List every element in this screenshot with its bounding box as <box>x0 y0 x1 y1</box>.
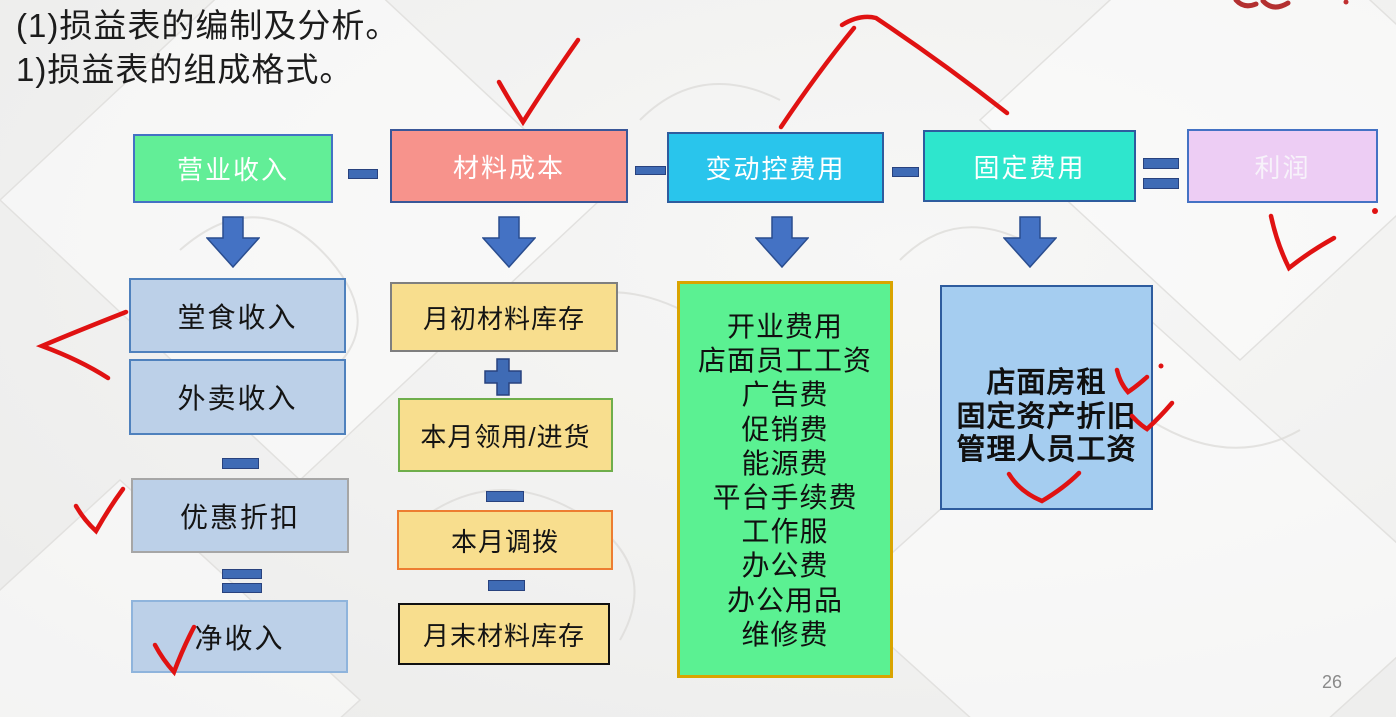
formula-box-profit: 利润 <box>1187 129 1378 203</box>
expense-item: 固定资产折旧 <box>956 400 1137 433</box>
pen-check-material-cost <box>496 37 581 127</box>
expense-item: 办公用品 <box>726 584 843 616</box>
expense-item: 广告费 <box>741 379 829 411</box>
variable-expense-panel: 开业费用 店面员工工资 广告费 促销费 能源费 平台手续费 工作服 办公费 办公… <box>677 281 893 678</box>
pen-check-discount <box>73 486 126 535</box>
pen-caret-top <box>778 14 1010 130</box>
box-monthly-transfer: 本月调拨 <box>397 510 613 570</box>
equals-operator-bar <box>1143 178 1179 189</box>
formula-box-label: 变动控费用 <box>705 154 846 184</box>
box-closing-inventory: 月末材料库存 <box>398 603 610 665</box>
box-label: 堂食收入 <box>177 301 298 333</box>
expense-item: 平台手续费 <box>712 482 858 514</box>
minus-operator <box>635 166 666 175</box>
minus-operator <box>488 580 525 591</box>
formula-box-variable-expense: 变动控费用 <box>667 132 884 203</box>
minus-operator <box>486 491 524 502</box>
box-label: 本月领用/进货 <box>420 421 591 452</box>
formula-box-operating-revenue: 营业收入 <box>133 134 333 203</box>
box-label: 月末材料库存 <box>422 620 585 651</box>
formula-box-label: 营业收入 <box>176 155 289 185</box>
down-arrow-icon <box>482 216 536 268</box>
expense-item: 管理人员工资 <box>956 434 1137 466</box>
expense-item: 店面员工工资 <box>697 345 872 377</box>
page-number: 26 <box>1322 672 1343 692</box>
box-delivery-revenue: 外卖收入 <box>129 359 346 435</box>
fixed-expense-panel: 店面房租 固定资产折旧 管理人员工资 <box>940 285 1153 510</box>
expense-item: 能源费 <box>741 447 829 479</box>
formula-box-material-cost: 材料成本 <box>390 129 628 203</box>
box-label: 优惠折扣 <box>179 501 300 533</box>
pen-dot <box>1372 208 1378 214</box>
box-dinein-revenue: 堂食收入 <box>129 278 346 353</box>
formula-box-label: 固定费用 <box>973 152 1086 183</box>
box-label: 本月调拨 <box>450 526 559 557</box>
down-arrow-icon <box>206 216 260 268</box>
logo-remnant <box>1233 0 1291 10</box>
expense-item: 促销费 <box>741 413 829 445</box>
expense-item: 办公费 <box>741 550 829 582</box>
slide-title-line2: 1)损益表的组成格式。 <box>16 51 354 88</box>
box-label: 月初材料库存 <box>422 303 585 334</box>
expense-item: 店面房租 <box>986 367 1107 399</box>
expense-item: 工作服 <box>741 516 829 548</box>
equals-operator-bar <box>222 583 262 593</box>
equals-operator-bar <box>222 569 262 579</box>
box-net-revenue: 净收入 <box>131 600 348 673</box>
formula-box-fixed-expense: 固定费用 <box>923 130 1136 202</box>
pen-dot <box>1343 0 1349 5</box>
minus-operator <box>348 169 378 179</box>
expense-item: 维修费 <box>741 618 829 650</box>
box-monthly-usage-purchase: 本月领用/进货 <box>398 398 613 472</box>
minus-operator <box>892 167 919 177</box>
pen-check-profit <box>1268 213 1337 272</box>
equals-operator-bar <box>1143 158 1179 169</box>
slide-title-line1: (1)损益表的编制及分析。 <box>16 7 400 44</box>
box-opening-inventory: 月初材料库存 <box>390 282 618 352</box>
box-label: 外卖收入 <box>177 383 298 414</box>
slide-title: (1)损益表的编制及分析。 1)损益表的组成格式。 <box>16 4 399 92</box>
down-arrow-icon <box>755 216 809 268</box>
pen-angle-revenue <box>35 309 129 381</box>
formula-box-label: 利润 <box>1254 152 1311 183</box>
expense-item: 开业费用 <box>726 311 843 342</box>
formula-box-label: 材料成本 <box>452 152 565 183</box>
box-discounts: 优惠折扣 <box>131 478 349 553</box>
pen-dot <box>1158 363 1164 369</box>
box-label: 净收入 <box>194 622 285 654</box>
down-arrow-icon <box>1003 216 1057 268</box>
minus-operator <box>222 458 259 469</box>
plus-operator <box>484 358 522 396</box>
